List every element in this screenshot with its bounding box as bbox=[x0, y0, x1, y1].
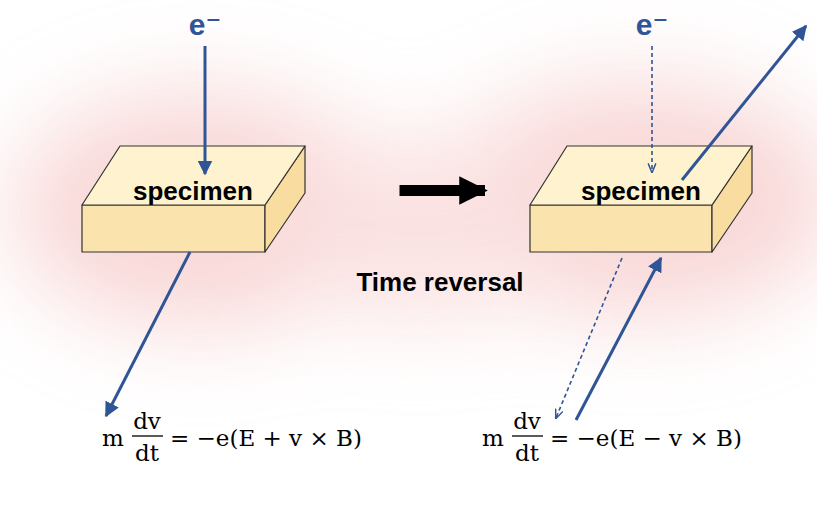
equation-part: = −e(E − v × B) bbox=[550, 425, 742, 451]
node-label: specimen bbox=[581, 176, 701, 207]
specimen-slab bbox=[82, 146, 305, 252]
transition-arrow bbox=[400, 185, 486, 196]
equation-part: dv bbox=[133, 408, 161, 434]
specimen-box: specimen bbox=[82, 146, 305, 252]
equation-part: dt bbox=[135, 440, 159, 466]
electron-path bbox=[576, 258, 661, 420]
equation-part: = −e(E + v × B) bbox=[170, 425, 362, 451]
pink-glow bbox=[10, 80, 817, 330]
equation-part: dv bbox=[513, 408, 541, 434]
caption-text: Time reversal bbox=[356, 267, 523, 298]
node-label: specimen bbox=[133, 176, 253, 207]
electron-path bbox=[682, 26, 806, 180]
specimen-slab bbox=[530, 146, 752, 252]
electron-path-dashed bbox=[651, 46, 653, 172]
fraction-bar bbox=[132, 435, 163, 436]
fraction-bar bbox=[512, 435, 543, 436]
equation-part: dt bbox=[515, 440, 539, 466]
electron-symbol: e⁻ bbox=[189, 7, 222, 42]
electron-path bbox=[204, 46, 207, 174]
electron-symbol: e⁻ bbox=[636, 7, 669, 42]
equation-part: m bbox=[102, 425, 124, 451]
equation-part: m bbox=[482, 425, 504, 451]
electron-path bbox=[106, 252, 190, 416]
specimen-box: specimen bbox=[530, 146, 752, 252]
